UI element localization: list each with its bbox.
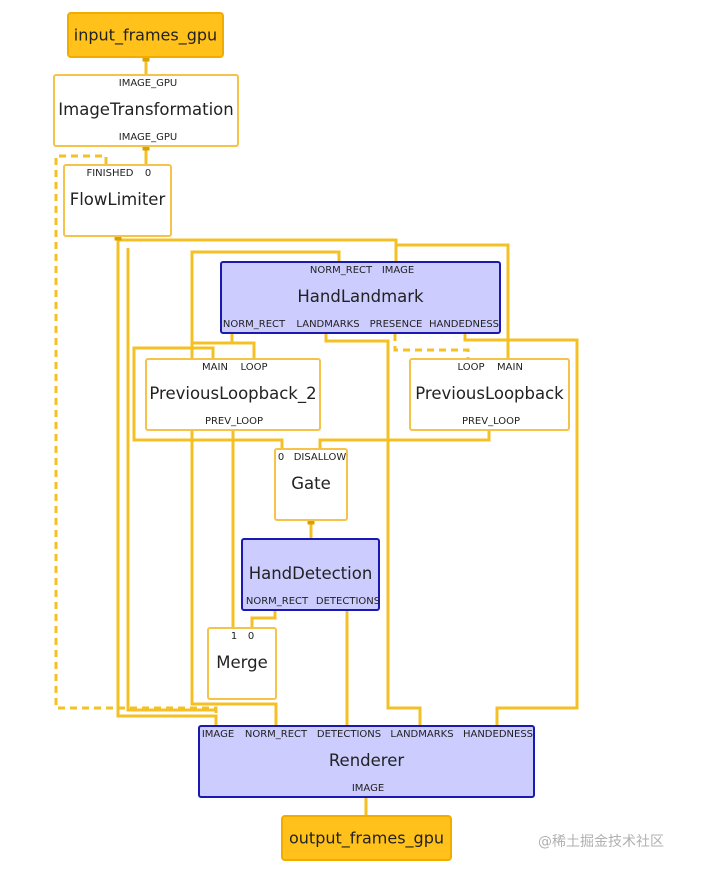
input-stream-label: input_frames_gpu [73, 25, 218, 45]
input-stream-node[interactable]: input_frames_gpu [67, 12, 224, 58]
port-anchor-20 [307, 517, 315, 525]
hand-landmark-input-norm-rect: NORM_RECT [309, 265, 373, 276]
flow-limiter-input-finished: FINISHED [86, 168, 134, 179]
previous-loopback-input-main: MAIN [497, 362, 523, 373]
previous-loopback-title: PreviousLoopback [415, 384, 564, 403]
merge-title: Merge [216, 653, 268, 672]
previous-loopback-2-title: PreviousLoopback_2 [149, 384, 317, 403]
renderer-output-image: IMAGE [351, 783, 385, 794]
renderer-input-image: IMAGE [201, 729, 235, 740]
hand-landmark-input-image: IMAGE [381, 265, 415, 276]
renderer-input-norm-rect: NORM_RECT [244, 729, 308, 740]
hand-detection-title: HandDetection [248, 564, 373, 583]
previous-loopback-node[interactable]: LOOP MAIN PreviousLoopback PREV_LOOP [409, 358, 570, 431]
edge-norm-rect-to-renderer [190, 343, 278, 737]
previous-loopback-output-prev-loop: PREV_LOOP [461, 416, 521, 427]
flow-limiter-title: FlowLimiter [69, 190, 166, 209]
hand-detection-output-norm-rect: NORM_RECT [245, 596, 309, 607]
edge-finished-back-edge [54, 154, 218, 737]
port-anchor-2 [142, 143, 150, 151]
hand-landmark-output-landmarks: LANDMARKS [296, 319, 360, 330]
watermark: @稀土掘金技术社区 [538, 834, 664, 850]
image-transformation-node[interactable]: IMAGE_GPU ImageTransformation IMAGE_GPU [53, 74, 239, 147]
port-anchor-5 [114, 233, 122, 241]
renderer-input-landmarks: LANDMARKS [390, 729, 454, 740]
hand-landmark-output-norm-rect: NORM_RECT [222, 319, 286, 330]
edge-image-to-previous-loopback-main [396, 243, 510, 370]
port-anchor-0 [142, 54, 150, 62]
edge-hand-landmark-to-renderer-landmarks [324, 334, 422, 737]
renderer-title: Renderer [328, 751, 405, 770]
edge-image-loop-to-renderer [126, 248, 216, 712]
gate-input-0: 0 [277, 452, 285, 463]
image-transformation-output-image-gpu: IMAGE_GPU [118, 132, 178, 143]
hand-landmark-node[interactable]: NORM_RECT IMAGE HandLandmark NORM_RECT L… [220, 261, 501, 334]
output-stream-label: output_frames_gpu [288, 828, 444, 848]
renderer-node[interactable]: IMAGE NORM_RECT DETECTIONS LANDMARKS HAN… [198, 725, 535, 798]
edge-main-into-previous-loopback-2 [132, 346, 284, 460]
renderer-input-detections: DETECTIONS [316, 729, 382, 740]
flow-limiter-node[interactable]: FINISHED 0 FlowLimiter [63, 164, 172, 237]
previous-loopback-2-input-main: MAIN [202, 362, 228, 373]
gate-title: Gate [291, 474, 331, 493]
edge-hand-landmark-to-renderer-handedness [463, 334, 579, 737]
previous-loopback-input-loop: LOOP [457, 362, 485, 373]
hand-landmark-output-presence: PRESENCE [369, 319, 423, 330]
previous-loopback-2-output-prev-loop: PREV_LOOP [204, 416, 264, 427]
gate-input-disallow: DISALLOW [293, 452, 347, 463]
previous-loopback-2-node[interactable]: MAIN LOOP PreviousLoopback_2 PREV_LOOP [145, 358, 321, 431]
hand-detection-output-detections: DETECTIONS [315, 596, 381, 607]
hand-detection-node[interactable]: HandDetection NORM_RECT DETECTIONS [241, 538, 380, 611]
image-transformation-title: ImageTransformation [58, 100, 234, 119]
merge-input-0: 0 [247, 631, 255, 642]
previous-loopback-2-input-loop: LOOP [240, 362, 268, 373]
edge-image-to-renderer-image [116, 240, 218, 737]
flow-limiter-input-0: 0 [144, 168, 152, 179]
renderer-input-handedness: HANDEDNESS [462, 729, 534, 740]
merge-input-1: 1 [230, 631, 238, 642]
image-transformation-input-image-gpu: IMAGE_GPU [118, 78, 178, 89]
hand-landmark-output-handedness: HANDEDNESS [428, 319, 500, 330]
merge-node[interactable]: 1 0 Merge [207, 627, 277, 700]
output-stream-node[interactable]: output_frames_gpu [281, 815, 452, 861]
gate-node[interactable]: 0 DISALLOW Gate [274, 448, 348, 521]
hand-landmark-title: HandLandmark [297, 287, 424, 306]
